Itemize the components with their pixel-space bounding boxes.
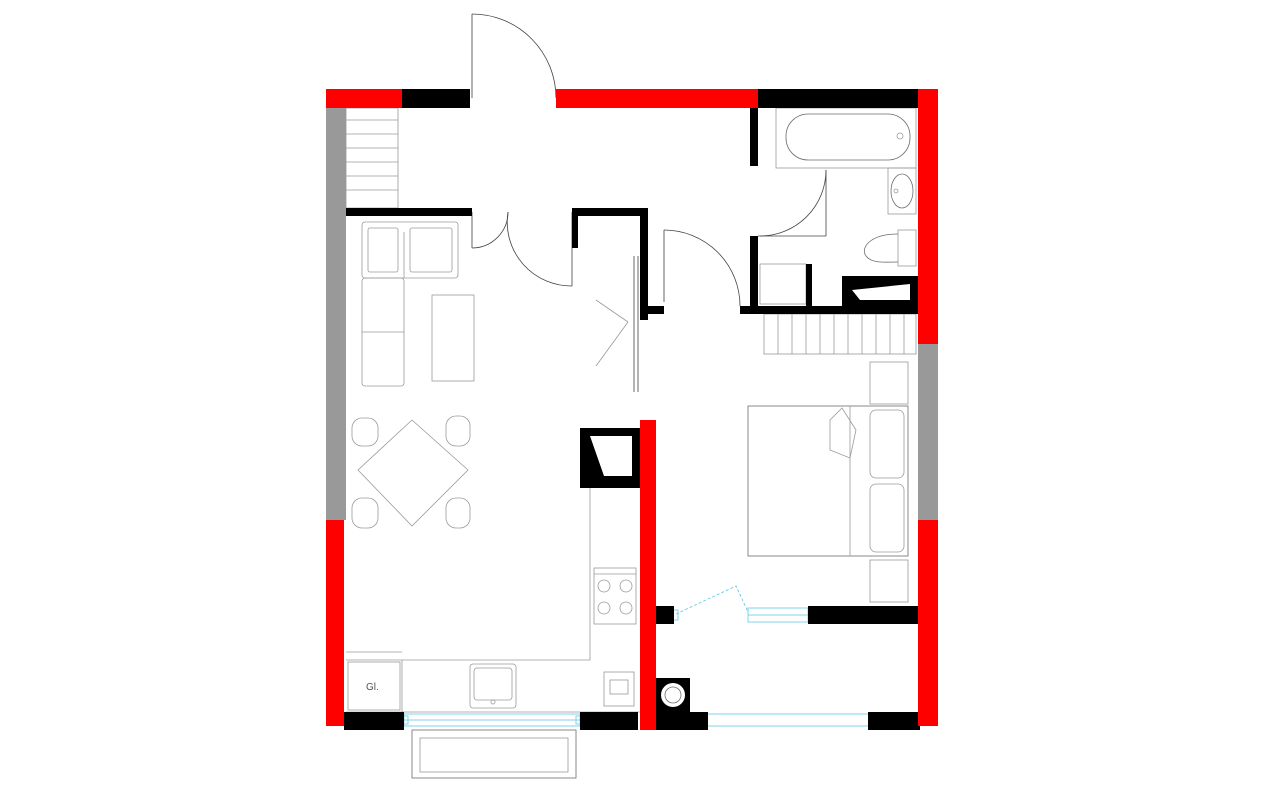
- glazing-right: [918, 344, 938, 520]
- exterior-walls: [326, 89, 938, 730]
- bed-icon: [747, 361, 909, 603]
- glazing-left: [326, 108, 346, 520]
- bedroom-window: [671, 607, 809, 623]
- loggia-window: [708, 713, 868, 727]
- door-swing-icon: [471, 211, 573, 287]
- sink-icon: [887, 167, 917, 215]
- sofa-icon: [361, 221, 459, 387]
- door-swing-icon: [663, 229, 741, 307]
- ventilation-shaft: [842, 276, 918, 306]
- tv-stand: [595, 299, 629, 367]
- door-swing-icon: [471, 13, 557, 99]
- kitchen-sink-icon: [469, 663, 517, 709]
- svg-text:Gl.: Gl.: [366, 682, 379, 693]
- kitchen-counter: [346, 469, 640, 713]
- washing-machine-icon: Gl.: [347, 661, 401, 711]
- radiator-icon: [763, 313, 917, 355]
- toilet-icon: [864, 229, 917, 267]
- ventilation-shaft: [580, 428, 640, 488]
- radiator-icon: [345, 107, 399, 209]
- door-swing-icon: [633, 256, 639, 392]
- loggia-door-swing: [675, 585, 749, 615]
- kitchen-window: [401, 713, 583, 727]
- interior-walls: [344, 89, 920, 730]
- boiler-icon: [656, 678, 690, 712]
- bathtub-icon: [775, 107, 917, 169]
- door-swing-icon: [758, 169, 827, 237]
- coffee-table: [431, 294, 475, 382]
- balcony: [411, 729, 577, 779]
- stove-icon: [593, 567, 637, 625]
- oven-icon: [603, 671, 635, 707]
- bathroom-cabinet: [759, 263, 807, 305]
- dining-table-icon: [351, 415, 471, 529]
